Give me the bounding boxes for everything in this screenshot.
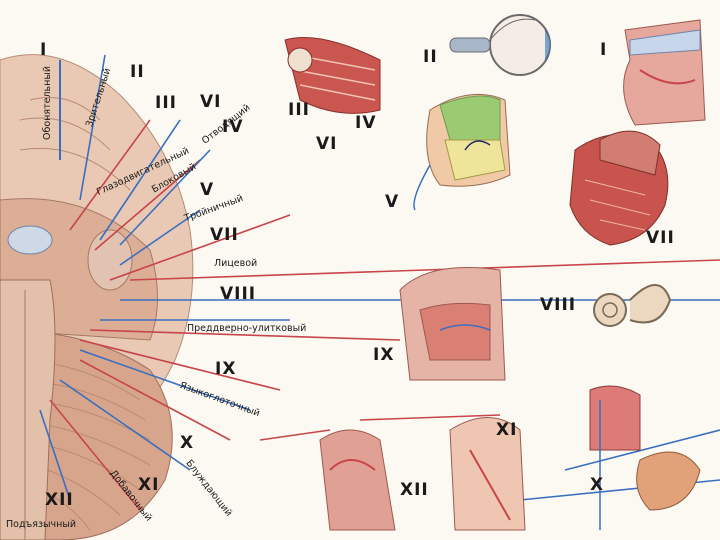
label-n6: VI [200,92,222,112]
label-n9: IX [215,359,237,379]
panel-label-face: V [385,192,400,212]
orbit-panel [284,37,381,114]
label-n2: II [130,62,145,82]
neck-right-panel [449,417,526,531]
head-panel [569,130,669,246]
label-n10: X [180,433,195,453]
ear-panel [593,284,672,327]
panel-label-ear: VIII [540,295,577,315]
label-n12: XII [45,490,74,510]
eye-panel [449,14,551,76]
throat-panel [399,267,506,381]
name-olfactory: Обонятельный [42,65,53,140]
panel-label-neck-right: XI [496,420,518,440]
label-n7: VII [210,225,239,245]
neck-left-panel [319,429,396,531]
panel-label-neck-left: XII [400,480,429,500]
name-facial: Лицевой [214,258,258,269]
label-n11: XI [138,475,160,495]
nose-panel [623,19,706,126]
panel-label-throat: IX [373,345,395,365]
name-vestibulocochlear: Преддверно-улитковый [187,323,307,334]
panel-label-head: VII [646,228,675,248]
nerve-lines [39,54,720,511]
name-hypoglossal: Подъязычный [6,519,77,530]
label-n4: IV [222,117,244,137]
panel-label-orbit-vi: VI [316,134,338,154]
label-n3: III [155,93,177,113]
panel-label-organs: X [590,475,605,495]
panel-label-nose: I [600,40,608,60]
label-n5: V [200,180,215,200]
label-n1: I [40,40,48,60]
panel-label-orbit-iii: III [288,100,310,120]
label-n8: VIII [220,284,257,304]
brain-base [0,54,194,540]
organs-panel [589,385,701,530]
face-panel [413,93,511,211]
panel-label-eye: II [423,47,438,67]
panel-label-orbit-iv: IV [355,113,377,133]
